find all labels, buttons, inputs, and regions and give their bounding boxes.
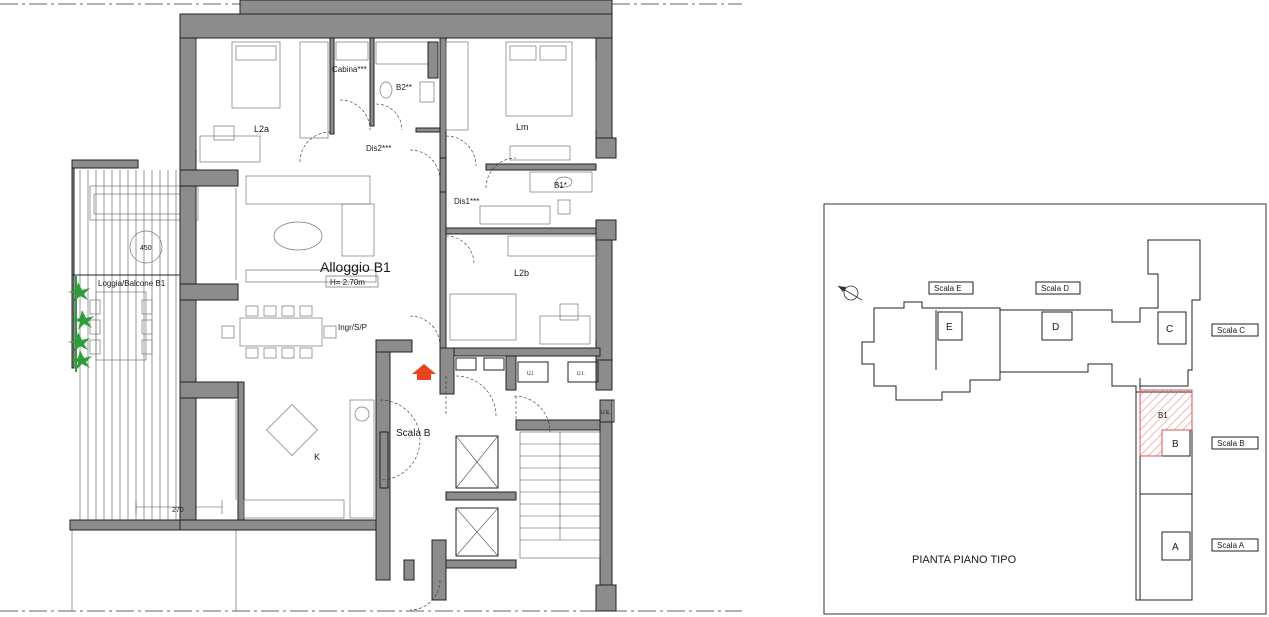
room-label-cabina: Cabina*** <box>332 65 367 74</box>
windows <box>195 40 597 500</box>
room-label-b2: B2** <box>396 83 412 92</box>
key-plan-title: PIANTA PIANO TIPO <box>912 554 1017 566</box>
key-block-b: B <box>1172 439 1179 450</box>
room-label-dis2: Dis2*** <box>366 144 391 153</box>
meter-label-ui-2: U.I. <box>577 371 585 377</box>
key-block-c: C <box>1166 324 1173 335</box>
room-label-l2b: L2b <box>514 268 529 278</box>
key-plan-b1-highlight <box>1139 389 1193 457</box>
plant-icon <box>68 282 94 370</box>
exterior-walls <box>179 0 617 612</box>
furniture <box>199 41 615 559</box>
key-label-scala-b: Scala B <box>1217 439 1245 448</box>
room-label-b1: B1* <box>554 181 567 190</box>
unit-height: H= 2.70m <box>330 278 365 287</box>
room-label-loggia: Loggia/Balcone B1 <box>98 279 166 288</box>
key-label-scala-c: Scala C <box>1217 326 1245 335</box>
key-block-d: D <box>1052 322 1059 333</box>
key-label-scala-d: Scala D <box>1041 284 1069 293</box>
entry-arrow-icon <box>412 364 436 380</box>
meter-label-ue: U.E. <box>601 410 611 416</box>
room-label-k: K <box>314 452 320 462</box>
key-label-scala-a: Scala A <box>1217 541 1245 550</box>
axis-lines <box>0 3 742 612</box>
key-block-e: E <box>946 322 953 333</box>
room-label-l2a: L2a <box>254 124 269 134</box>
balcony-width: 270 <box>172 507 184 514</box>
key-block-b1: B1 <box>1158 411 1168 420</box>
meter-label-ui-1: U.I. <box>527 371 535 377</box>
table-diameter: 450 <box>140 245 152 252</box>
key-plan: Scala E Scala D Scala C Scala B Scala A … <box>823 203 1267 615</box>
unit-title: Alloggio B1 <box>320 259 391 275</box>
room-label-dis1: Dis1*** <box>454 197 479 206</box>
room-label-ingr: Ingr/S/P <box>338 323 367 332</box>
key-label-scala-e: Scala E <box>934 284 962 293</box>
room-labels: L2a Cabina*** B2** Lm Dis2*** B1* Dis1**… <box>98 65 611 514</box>
room-label-lm: Lm <box>516 122 529 132</box>
door-swings <box>299 99 551 611</box>
room-label-scala: Scala B <box>396 428 431 439</box>
key-block-a: A <box>1172 542 1179 553</box>
north-arrow-icon <box>837 285 863 301</box>
